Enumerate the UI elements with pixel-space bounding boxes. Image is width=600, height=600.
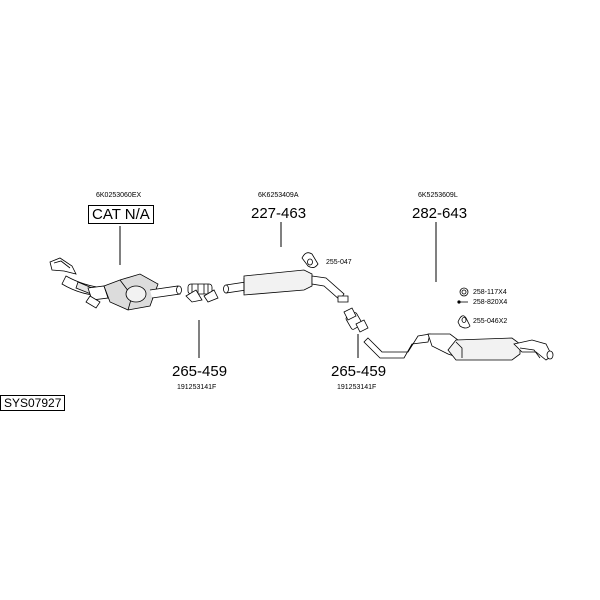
rear-silencer [363,333,554,361]
cat-na-label: CAT N/A [88,205,154,224]
mount-mid-label: 255-047 [326,259,352,266]
part-number-clamp-1: 265-459 [172,363,228,380]
fitting-icons [457,287,471,329]
part-number-front-silencer: 227-463 [251,205,307,222]
oe-number-clamp-1: 191253141F [177,384,217,391]
part-number-clamp-2: 265-459 [331,363,387,380]
mount-rear-label: 255-046X2 [473,318,508,325]
bolt-rear-label: 258-820X4 [473,299,508,306]
part-number-rear-silencer: 282-643 [412,205,468,222]
oe-number-catalyst: 6K0253060EX [96,192,142,199]
clamp-2 [343,307,369,333]
front-silencer [223,269,349,303]
oe-number-rear-silencer: 6K5253609L [418,192,458,199]
catalytic-converter [49,257,182,311]
clamp-1 [185,283,219,303]
diagram-id-label: SYS07927 [0,395,66,411]
ring-rear-label: 258-117X4 [473,289,507,296]
oe-number-clamp-2: 191253141F [337,384,377,391]
oe-number-front-silencer: 6K6253409A [258,192,299,199]
rubber-mount-mid [301,252,319,268]
